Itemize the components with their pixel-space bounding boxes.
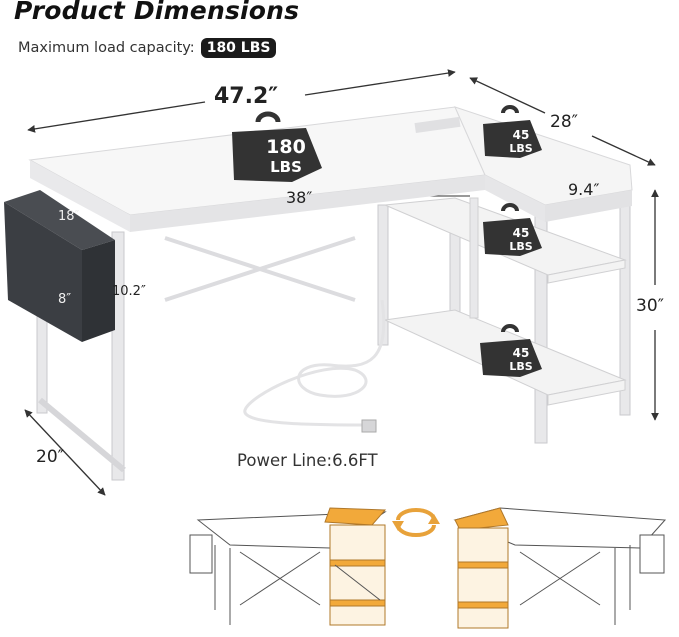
dim-total-width: 47.2″: [214, 84, 279, 109]
dim-depth-left: 20″: [36, 447, 64, 467]
dim-bag-depth: 10.2″: [112, 284, 146, 299]
weight-shelf-upper-num: 45: [513, 226, 530, 240]
weight-shelf-upper-unit: LBS: [509, 240, 532, 253]
dim-height: 30″: [636, 296, 664, 316]
weight-shelf-lower-unit: LBS: [509, 360, 532, 373]
weight-main-num: 180: [266, 136, 306, 158]
weight-top-num: 45: [513, 128, 530, 142]
weight-top: 45 LBS: [483, 105, 542, 158]
weight-shelf-lower-num: 45: [513, 346, 530, 360]
config-left: [189, 507, 387, 626]
dim-bag-width: 18″: [58, 209, 80, 224]
storage-bag: [4, 190, 115, 342]
dim-inner-width: 38″: [286, 188, 313, 207]
dim-shelf-width: 9.4″: [568, 180, 600, 199]
power-cord: [243, 299, 386, 433]
desk-top: [28, 106, 633, 232]
page-title: Product Dimensions: [14, 0, 300, 25]
weight-shelf-upper: 45 LBS: [483, 203, 542, 256]
weight-main: 180 LBS: [232, 111, 322, 182]
load-capacity: Maximum load capacity: 180 LBS: [18, 38, 277, 58]
power-line-label: Power Line:6.6FT: [237, 451, 378, 470]
rotate-arrows-icon: [392, 508, 440, 537]
load-capacity-badge: 180 LBS: [200, 38, 277, 58]
weight-top-unit: LBS: [509, 142, 532, 155]
dim-bag-height: 8″: [58, 292, 72, 307]
load-capacity-label: Maximum load capacity:: [18, 40, 195, 56]
weight-shelf-lower: 45 LBS: [480, 324, 542, 377]
config-right: [453, 507, 667, 629]
dim-depth-right: 28″: [550, 112, 578, 132]
weight-main-unit: LBS: [270, 158, 302, 176]
